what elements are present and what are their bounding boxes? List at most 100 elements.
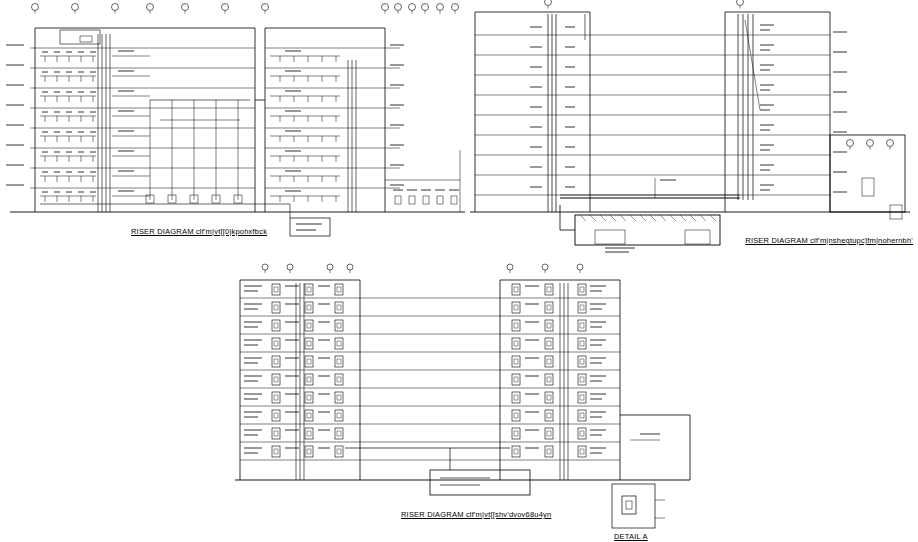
pipe-line [760, 64, 774, 65]
unit-box [335, 284, 343, 295]
pipe-line [30, 128, 255, 129]
pipe-line [93, 176, 94, 182]
pipe-line [280, 196, 281, 202]
pipe-line [42, 131, 48, 132]
pipe-line [345, 448, 450, 449]
unit-box [545, 446, 553, 457]
pipe-line [172, 100, 173, 200]
pipe-line [35, 28, 255, 29]
pipe-line [475, 175, 830, 176]
pipe-line [66, 151, 72, 152]
pipe-line [450, 448, 451, 470]
pipe-line [296, 229, 316, 230]
unit-box [272, 356, 280, 367]
unit-box [335, 320, 343, 331]
pipe-line [318, 411, 330, 412]
pipe-line [240, 388, 620, 389]
pipe-line [565, 66, 575, 67]
pipe-line [240, 442, 620, 443]
pipe-line [240, 424, 620, 425]
water-tank [575, 215, 720, 245]
unit-box [305, 374, 313, 385]
pipe-line [565, 126, 575, 127]
pipe-line [45, 156, 46, 162]
pipe-line [330, 270, 331, 273]
pipe-line [66, 131, 72, 132]
pipe-line [336, 76, 337, 82]
pipe-line [112, 196, 150, 197]
meter-symbol [514, 413, 518, 418]
pipe-line [580, 215, 586, 221]
pipe-line [650, 215, 656, 221]
grid-bubble [847, 140, 854, 147]
meter-symbol [274, 305, 278, 310]
pipe-line [81, 176, 82, 182]
meter-symbol [514, 449, 518, 454]
meter-symbol [337, 413, 341, 418]
pipe-line [90, 191, 96, 192]
pipe-line [40, 116, 96, 117]
pipe-line [322, 96, 323, 102]
pipe-line [630, 215, 636, 221]
pipe-line [475, 35, 830, 36]
pipe-line [285, 375, 299, 376]
tank-box [595, 230, 625, 244]
unit-box [305, 446, 313, 457]
pipe-line [255, 28, 256, 212]
pipe-line [568, 283, 569, 480]
pipe-line [700, 215, 706, 221]
pipe-line [118, 70, 134, 71]
pipe-line [244, 339, 262, 340]
pipe-line [244, 452, 258, 453]
pipe-line [336, 56, 337, 62]
pipe-line [285, 321, 299, 322]
meter-symbol [580, 305, 584, 310]
pipe-line [833, 131, 847, 132]
pipe-line [35, 11, 36, 14]
meter-symbol [307, 395, 311, 400]
unit-box [545, 374, 553, 385]
pipe-line [450, 448, 510, 449]
grid-bubble [147, 4, 154, 11]
pipe-line [294, 96, 295, 102]
unit-box [545, 356, 553, 367]
unit-box [272, 446, 280, 457]
pipe-line [54, 171, 60, 172]
meter-symbol [514, 377, 518, 382]
unit-box [272, 392, 280, 403]
meter-symbol [580, 359, 584, 364]
unit-box [578, 320, 586, 331]
pipe-line [294, 196, 295, 202]
pipe-line [500, 280, 501, 480]
pipe-line [45, 116, 46, 122]
meter-symbol [580, 377, 584, 382]
meter-symbol [514, 287, 518, 292]
pipe-line [350, 270, 351, 273]
pipe-line [54, 111, 60, 112]
pipe-line [565, 86, 575, 87]
unit-box [305, 410, 313, 421]
pipe-line [300, 283, 301, 480]
meter-symbol [547, 287, 551, 292]
pipe-line [590, 429, 606, 430]
pipe-line [160, 120, 240, 121]
pipe-line [102, 34, 103, 212]
pipe-line [45, 56, 46, 62]
pipe-line [30, 48, 255, 49]
pipe-line [390, 44, 404, 45]
meter-symbol [580, 341, 584, 346]
pipe-line [6, 124, 24, 125]
unit-box [335, 428, 343, 439]
pipe-line [890, 147, 891, 150]
pipe-line [760, 44, 774, 45]
grid-bubble [347, 264, 353, 270]
pipe-line [285, 150, 301, 151]
pipe-line [475, 12, 476, 212]
pipe-line [407, 189, 417, 190]
pipe-line [54, 51, 60, 52]
pipe-line [294, 156, 295, 162]
unit-box [578, 410, 586, 421]
pipe-line [620, 280, 621, 480]
pipe-line [240, 334, 620, 335]
pipe-line [280, 136, 281, 142]
